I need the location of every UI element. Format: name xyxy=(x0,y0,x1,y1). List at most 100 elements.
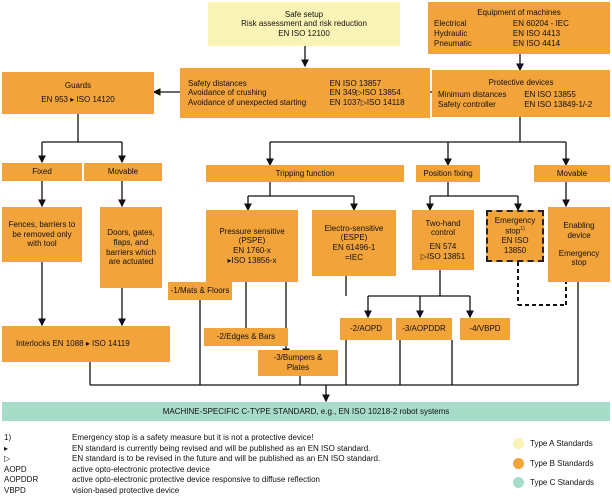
guards-standard: EN 953 ▸ ISO 14120 xyxy=(41,95,115,104)
aopddr-box: -3/AOPDDR xyxy=(396,318,452,340)
legend-row: ▷EN standard is to be revised in the fut… xyxy=(4,454,444,465)
emergency-stop-std2: 13850 xyxy=(503,245,527,255)
electro-sensitive-std2: =IEC xyxy=(344,252,363,262)
mats-floors-box: -1/Mats & Floors xyxy=(168,282,232,300)
protective-row-label: Safety controller xyxy=(438,99,496,109)
legend-row: VBPD vision-based protective device xyxy=(4,486,444,497)
interlocks-label: Interlocks EN 1088 ▸ ISO 14119 xyxy=(16,339,130,349)
legend-key: ▷ xyxy=(4,454,11,463)
safe-setup-title: Safe setup xyxy=(284,9,324,19)
movable-guard-label: Movable xyxy=(107,167,139,177)
pressure-sensitive-title: Pressure sensitive (PSPE) xyxy=(219,226,285,246)
distances-row-label: Avoidance of crushing xyxy=(188,88,267,98)
protective-devices-box: Protective devices Minimum distances EN I… xyxy=(432,70,610,117)
electro-sensitive-title: Electro-sensitive (ESPE) xyxy=(324,223,384,243)
legend-key: AOPD xyxy=(4,464,27,474)
c-type-standard-label: MACHINE-SPECIFIC C-TYPE STANDARD, e.g., … xyxy=(162,406,450,416)
distances-row-standard: EN 1037▷ISO 14118 xyxy=(329,97,405,107)
movable-guard-box: Movable xyxy=(82,163,162,181)
movable-device-label: Movable xyxy=(556,168,588,178)
guards-title: Guards xyxy=(64,81,92,91)
safe-setup-box: Safe setup Risk assessment and risk redu… xyxy=(208,2,400,46)
machines-table: Electrical EN 60204 - IEC Hydraulic EN ISO … xyxy=(434,19,604,48)
type-c-label: Type C Standards xyxy=(530,478,595,487)
legend-text: vision-based protective device xyxy=(72,485,180,495)
edges-bars-box: -2/Edges & Bars xyxy=(204,328,288,346)
legend-row: AOPD active opto-electronic protective de… xyxy=(4,465,444,476)
emergency-stop-footnote: 1) xyxy=(520,226,525,233)
aopd-box: -2/AOPD xyxy=(340,318,392,340)
legend-text: active opto-electronic protective device… xyxy=(72,475,320,484)
legend-key: VBPD xyxy=(4,485,26,495)
two-hand-control-std2: ▷ISO 13851 xyxy=(420,251,466,261)
pressure-sensitive-box: Pressure sensitive (PSPE) EN 1760-x ▸ISO… xyxy=(206,210,298,282)
enabling-device-box: Enabling device Emergency stop xyxy=(548,207,610,282)
protective-row-standard: EN ISO 13849-1/-2 xyxy=(524,99,593,109)
c-type-standard-bar: MACHINE-SPECIFIC C-TYPE STANDARD, e.g., … xyxy=(2,402,610,421)
distances-row-label: Safety distances xyxy=(188,78,247,88)
aopddr-label: -3/AOPDDR xyxy=(402,324,446,334)
legend-row: AOPDDR active opto-electronic protective … xyxy=(4,475,444,486)
emergency-stop-title: Emergency stop xyxy=(494,216,536,236)
two-hand-control-box: Two-hand control EN 574 ▷ISO 13851 xyxy=(412,210,474,270)
legend-key: 1) xyxy=(4,433,12,442)
electro-sensitive-std1: EN 61496-1 xyxy=(332,243,376,252)
fences-label: Fences, barriers to be removed only with… xyxy=(8,220,76,249)
edges-bars-label: -2/Edges & Bars xyxy=(216,332,276,342)
two-hand-control-title: Two-hand control xyxy=(425,218,461,238)
machines-row-label: Hydraulic xyxy=(434,29,468,38)
machines-row-standard: EN 60204 - IEC xyxy=(512,19,569,29)
legend-key: ▸ xyxy=(4,443,9,453)
safe-setup-subtitle: Risk assessment and risk reduction xyxy=(241,19,367,29)
electro-sensitive-box: Electro-sensitive (ESPE) EN 61496-1 =IEC xyxy=(312,210,396,276)
machines-row-standard: EN ISO 4413 xyxy=(512,29,561,38)
doors-box: Doors, gates, flaps, and barriers which … xyxy=(100,207,162,288)
type-b-label: Type B Standards xyxy=(530,459,594,468)
distances-row-standard: EN ISO 13857 xyxy=(329,78,382,88)
bumpers-plates-box: -3/Bumpers & Plates xyxy=(258,350,338,376)
tripping-function-box: Tripping function xyxy=(206,165,404,182)
legend-row: ▸ EN standard is currently being revised … xyxy=(4,444,444,455)
type-a-swatch xyxy=(513,438,524,449)
two-hand-control-std1: EN 574 xyxy=(429,242,457,251)
emergency-stop-box: Emergency stop1) EN ISO 13850 xyxy=(486,210,544,262)
position-fixing-label: Position fixing xyxy=(423,168,473,178)
movable-device-box: Movable xyxy=(534,165,610,182)
distances-row-standard: EN 349▷ISO 13854 xyxy=(329,88,401,98)
pressure-sensitive-std2: ▸ISO 13856-x xyxy=(227,255,277,265)
guards-box: Guards EN 953 ▸ ISO 14120 xyxy=(2,72,154,114)
protective-row-standard: EN ISO 13855 xyxy=(524,90,576,100)
type-c-swatch xyxy=(513,477,524,488)
machines-row-label: Electrical xyxy=(434,19,467,29)
fences-box: Fences, barriers to be removed only with… xyxy=(2,207,82,262)
vbpd-label: -4/VBPD xyxy=(469,324,501,334)
legend-key: AOPDDR xyxy=(4,475,39,484)
aopd-label: -2/AOPD xyxy=(349,324,382,334)
legend-text: active opto-electronic protective device xyxy=(72,464,210,474)
machines-row-label: Pneumatic xyxy=(434,38,472,48)
type-b-swatch xyxy=(513,458,524,469)
protective-devices-title: Protective devices xyxy=(488,77,554,87)
enabling-device-sub: Emergency stop xyxy=(558,248,600,268)
machines-row-standard: EN ISO 4414 xyxy=(512,38,561,48)
enabling-device-title: Enabling device xyxy=(563,221,595,240)
tripping-function-label: Tripping function xyxy=(275,168,335,178)
type-a-label: Type A Standards xyxy=(530,439,593,448)
legend-text: EN standard is currently being revised a… xyxy=(72,443,371,453)
legend-row: 1) Emergency stop is a safety measure but… xyxy=(4,433,444,444)
interlocks-box: Interlocks EN 1088 ▸ ISO 14119 xyxy=(2,326,170,362)
bumpers-plates-label: -3/Bumpers & Plates xyxy=(273,353,323,372)
legend-text: Emergency stop is a safety measure but i… xyxy=(72,433,314,442)
legend: 1) Emergency stop is a safety measure but… xyxy=(4,433,444,496)
fixed-guard-box: Fixed xyxy=(2,163,82,181)
position-fixing-box: Position fixing xyxy=(416,165,480,182)
machines-title: Equipment of machines xyxy=(477,7,561,17)
fixed-guard-label: Fixed xyxy=(32,167,52,177)
distances-row-label: Avoidance of unexpected starting xyxy=(188,97,307,107)
protective-row-label: Minimum distances xyxy=(438,90,507,100)
emergency-stop-std1: EN ISO xyxy=(501,236,529,246)
